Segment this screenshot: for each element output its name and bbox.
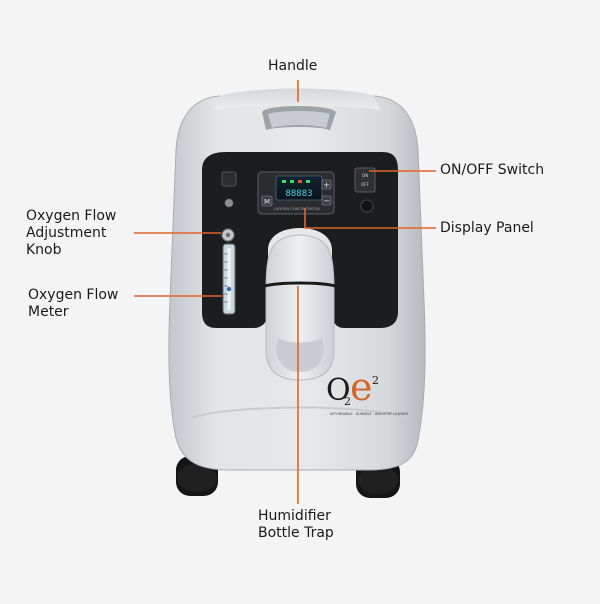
label-display-panel: Display Panel [440, 220, 534, 236]
logo-subscript: 2 [344, 395, 351, 408]
display-reading: 88883 [285, 189, 312, 199]
power-switch[interactable] [354, 167, 376, 193]
leader-lines [134, 80, 436, 504]
handle [214, 88, 380, 130]
label-handle: Handle [268, 58, 318, 74]
logo-letter-o: O [326, 373, 351, 408]
logo-superscript: 2 [372, 374, 379, 387]
label-oxygen-flow-meter: Oxygen Flow Meter [28, 287, 119, 320]
logo-tagline: AFFORDABLE . DURABLE . INDUSTRY LEADING [330, 412, 409, 416]
mode-key-label: M [264, 198, 270, 206]
switch-on-label: ON [362, 173, 368, 178]
label-humidifier-trap: Humidifier Bottle Trap [258, 508, 334, 541]
brand-logo: O 2 e 2 AFFORDABLE . DURABLE . INDUSTRY … [326, 365, 409, 416]
outlet-port [360, 199, 374, 213]
minus-key[interactable] [321, 195, 332, 206]
alarm-indicator [221, 171, 237, 187]
switch-off-label: OFF [361, 182, 369, 187]
minus-key-label: − [323, 197, 330, 206]
front-panel [202, 152, 398, 328]
leader-display [304, 208, 436, 229]
mode-key[interactable] [261, 195, 273, 207]
label-on-off-switch: ON/OFF Switch [440, 162, 545, 178]
display-caption: OXYGEN CONCENTRATOR [274, 207, 320, 211]
label-oxygen-flow-knob: Oxygen Flow Adjustment Knob [26, 208, 117, 258]
reset-button [224, 198, 234, 208]
plus-key-label: + [323, 181, 330, 190]
plus-key[interactable] [321, 179, 332, 190]
logo-letter-e: e [350, 365, 373, 409]
